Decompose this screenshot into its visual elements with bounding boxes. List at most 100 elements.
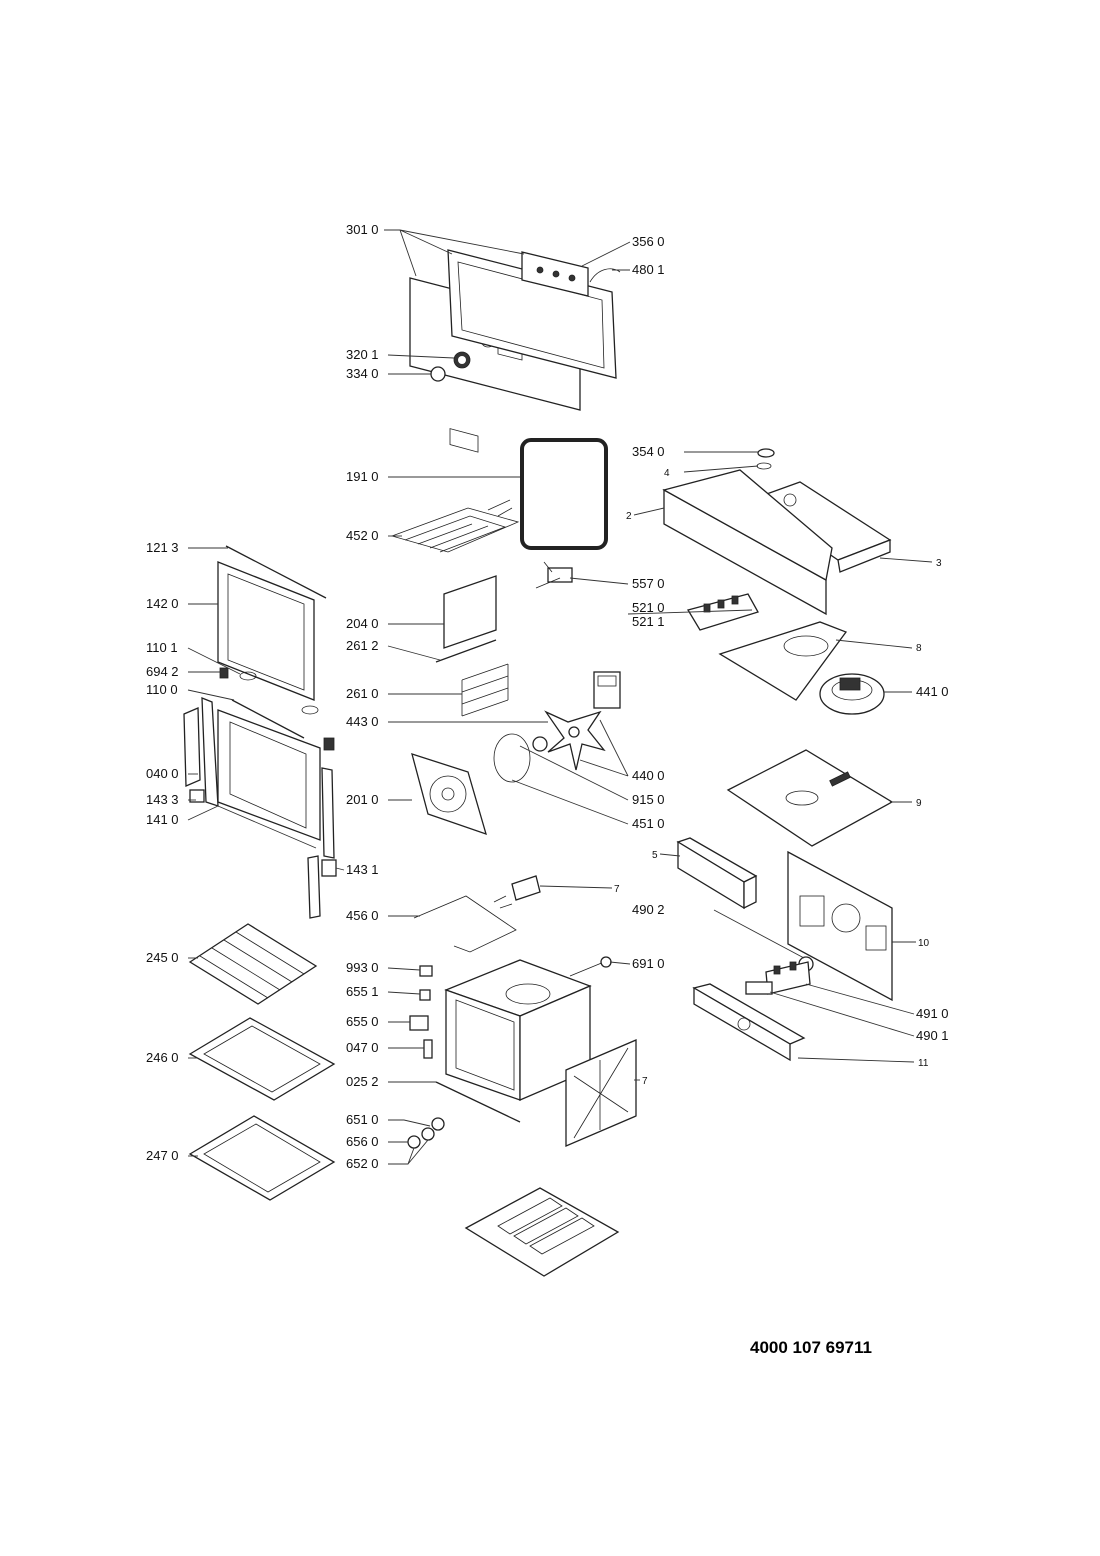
callout-label: 320 1 [346,347,379,362]
gasket-ring-part [756,448,775,470]
door-side-right-part [321,767,335,859]
callout-label: 694 2 [146,664,179,679]
callout-label: 9 [916,798,922,809]
model-number: 4000 107 69711 [750,1338,872,1357]
callout-label: 143 1 [346,862,379,877]
hinge-cover-part [239,671,257,681]
switch-block-part [765,961,811,995]
side-bracket-part [676,837,758,910]
top-panel-part [726,749,894,847]
callout-label: 490 2 [632,902,665,917]
lamp-part [569,956,612,977]
callout-label: 354 0 [632,444,665,459]
knob-part [430,366,446,382]
bracket-part [511,875,541,901]
callout-label: 5 [652,850,658,861]
rear-cover-part [787,850,893,1002]
callout-label: 7 [614,884,620,895]
top-bracket-part [662,469,833,616]
hinge-arm-part [307,855,321,919]
door-top-trim-part [225,545,327,599]
cavity-door-frame-part [565,1039,637,1147]
callout-label: 452 0 [346,528,379,543]
callout-label: 521 1 [632,614,665,629]
fan-blade-part [544,710,606,771]
thermostat-part [535,561,573,589]
door-profile-part [231,699,305,739]
callout-label: 191 0 [346,469,379,484]
callout-label: 247 0 [146,1148,179,1163]
side-rail-part [435,639,497,663]
rear-panel-part [443,575,497,649]
switch-part [419,965,433,977]
callout-label: 261 2 [346,638,379,653]
knob-ring-part [453,351,471,369]
outer-door-glass-part [217,561,315,701]
bottom-element-part [413,895,517,953]
callout-labels: 301 0 356 0 480 1 320 1 334 0 354 0 4 19… [146,222,949,1171]
clip-part [219,667,229,679]
hinge-block-part [189,789,205,803]
callout-label: 651 0 [346,1112,379,1127]
callout-label: 261 0 [346,686,379,701]
callout-label: 10 [918,938,930,949]
callout-label: 047 0 [346,1040,379,1055]
callout-label: 490 1 [916,1028,949,1043]
callout-label: 4 [664,468,670,479]
fan-motor-part [593,671,621,709]
bushing-part [532,736,548,752]
fan-cover-rear-part [411,753,487,836]
callout-label: 443 0 [346,714,379,729]
callout-label: 451 0 [632,816,665,831]
hinge-cover-right-part [301,705,319,715]
thermostat-small-part [419,989,431,1001]
callout-label: 8 [916,643,922,654]
grill-element-part [390,499,520,553]
callout-label: 480 1 [632,262,665,277]
callout-label: 121 3 [146,540,179,555]
callout-label: 7 [642,1076,648,1087]
door-clip-part [323,737,335,751]
control-board-part [521,251,589,297]
door-side-left-part [183,697,219,807]
callout-label: 656 0 [346,1134,379,1149]
callout-label: 301 0 [346,222,379,237]
relay-part [745,981,773,995]
callout-label: 201 0 [346,792,379,807]
door-gasket-part [520,438,608,550]
cooling-fan-part [819,673,885,715]
fan-shroud-part [718,621,848,701]
callout-label: 456 0 [346,908,379,923]
connector-part [423,1039,433,1059]
callout-label: 441 0 [916,684,949,699]
callout-label: 655 1 [346,984,379,999]
terminal-block-part [686,593,759,631]
callout-label: 652 0 [346,1156,379,1171]
baking-tray-part [188,1017,336,1101]
callout-label: 11 [918,1058,929,1069]
callout-label: 141 0 [146,812,179,827]
deep-tray-part [188,1115,336,1201]
callout-label: 143 3 [146,792,179,807]
callout-label: 491 0 [916,1006,949,1021]
leader-lines [187,229,933,1165]
callout-label: 993 0 [346,960,379,975]
callout-label: 204 0 [346,616,379,631]
inner-door-glass-part [217,709,321,841]
callout-label: 040 0 [146,766,179,781]
bottom-rail-part [435,1081,521,1123]
callout-label: 440 0 [632,768,665,783]
hinge-part [321,859,337,877]
callout-label: 246 0 [146,1050,179,1065]
callout-label: 3 [936,558,942,569]
callout-label: 334 0 [346,366,379,381]
callout-label: 2 [626,511,632,522]
wire-shelf-part [188,923,318,1005]
callout-label: 691 0 [632,956,665,971]
callout-label: 557 0 [632,576,665,591]
callout-label: 655 0 [346,1014,379,1029]
callout-label: 245 0 [146,950,179,965]
thermostat-main-part [409,1015,429,1031]
control-panel-back-part [692,983,806,1062]
